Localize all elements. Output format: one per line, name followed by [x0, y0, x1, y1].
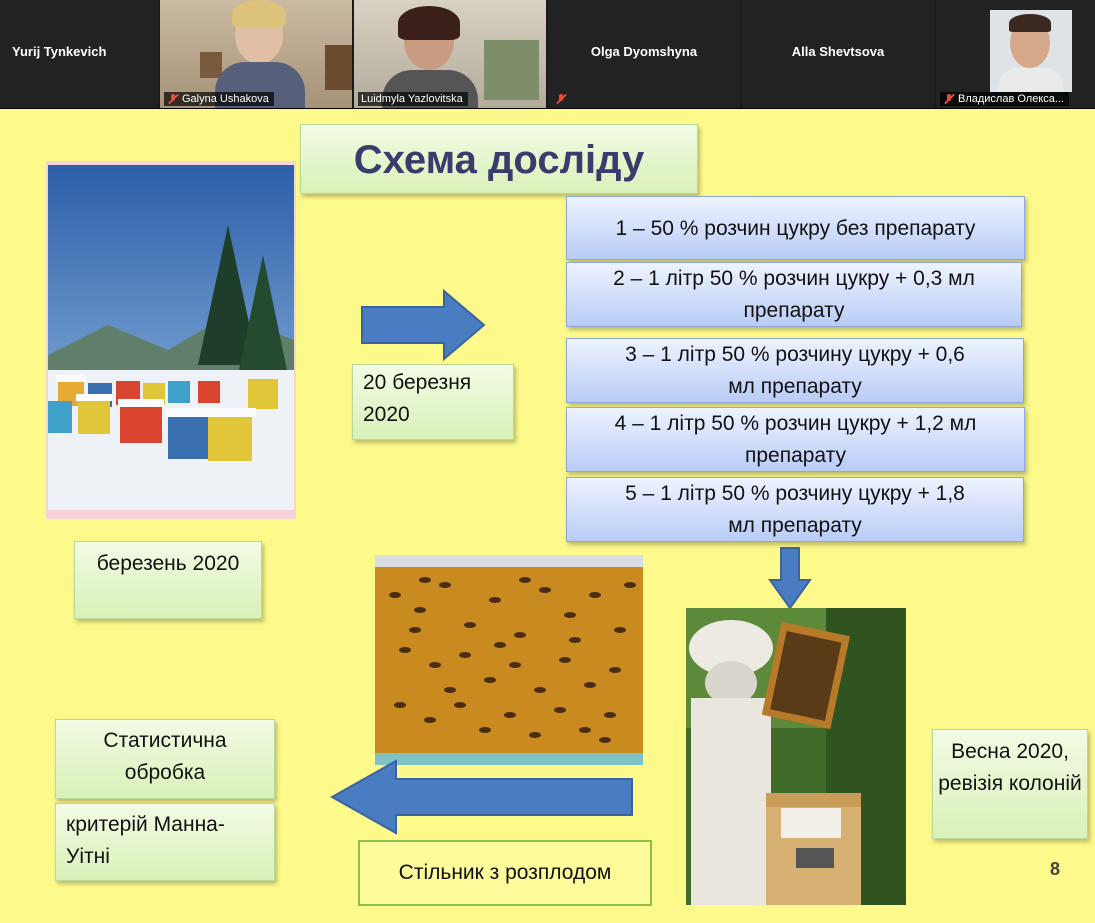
slide-title: Схема досліду — [300, 124, 698, 194]
mic-muted-icon — [943, 93, 955, 105]
wall-picture — [200, 52, 222, 78]
participant-tile[interactable]: Olga Dyomshyna — [548, 0, 740, 108]
participant-tile[interactable]: Владислав Олекса... — [936, 0, 1095, 108]
participant-label: Владислав Олекса... — [940, 92, 1070, 106]
statistics-label: Статистична обробка — [55, 719, 275, 799]
participant-label — [552, 92, 572, 106]
person-hair — [232, 0, 286, 28]
participant-label: Galyna Ushakova — [164, 92, 274, 106]
group-4: 4 – 1 літр 50 % розчин цукру + 1,2 мл пр… — [566, 407, 1025, 472]
left-arrow-icon — [330, 759, 633, 835]
participant-tile[interactable]: Yurij Tynkevich — [0, 0, 158, 108]
photo-caption: березень 2020 — [74, 541, 262, 619]
mic-muted-icon — [555, 93, 567, 105]
criterion-label: критерій Манна-Уітні — [55, 803, 275, 881]
bookshelf — [484, 40, 539, 100]
participant-video — [160, 0, 352, 108]
participant-avatar — [990, 10, 1072, 92]
brood-label: Стільник з розплодом — [358, 840, 652, 906]
apiary-photo-image — [48, 165, 294, 510]
person-body — [998, 68, 1064, 92]
wall-picture — [325, 45, 352, 90]
group-1: 1 – 50 % розчин цукру без препарату — [566, 196, 1025, 260]
beekeeper-photo — [686, 608, 906, 905]
person-hair — [398, 6, 460, 40]
participant-strip: Yurij Tynkevich Galyna Ushakova Luidmyla… — [0, 0, 1095, 108]
participant-name: Alla Shevtsova — [791, 44, 885, 59]
participant-name: Luidmyla Yazlovitska — [361, 93, 463, 105]
page-number: 8 — [1050, 859, 1061, 879]
participant-tile-active[interactable]: Luidmyla Yazlovitska — [354, 0, 546, 108]
participant-label: Luidmyla Yazlovitska — [358, 92, 468, 106]
group-2: 2 – 1 літр 50 % розчин цукру + 0,3 мл пр… — [566, 262, 1022, 327]
right-arrow-icon — [361, 289, 486, 361]
brood-comb-photo — [375, 555, 643, 765]
down-arrow-icon — [768, 547, 812, 610]
apiary-winter-photo — [46, 161, 296, 519]
person-hair — [1009, 14, 1051, 32]
participant-name: Galyna Ushakova — [182, 93, 269, 105]
group-3: 3 – 1 літр 50 % розчину цукру + 0,6 мл п… — [566, 338, 1024, 403]
mic-muted-icon — [167, 93, 179, 105]
shared-slide: Схема досліду — [0, 109, 1095, 923]
participant-tile[interactable]: Galyna Ushakova — [160, 0, 352, 108]
date-label: 20 березня 2020 — [352, 364, 514, 440]
participant-name: Yurij Tynkevich — [12, 44, 107, 59]
participant-name: Olga Dyomshyna — [590, 44, 698, 59]
group-5: 5 – 1 літр 50 % розчину цукру + 1,8 мл п… — [566, 477, 1024, 542]
participant-name: Владислав Олекса... — [958, 93, 1065, 105]
spring-inspection-label: Весна 2020, ревізія колоній — [932, 729, 1088, 839]
participant-tile[interactable]: Alla Shevtsova — [742, 0, 934, 108]
